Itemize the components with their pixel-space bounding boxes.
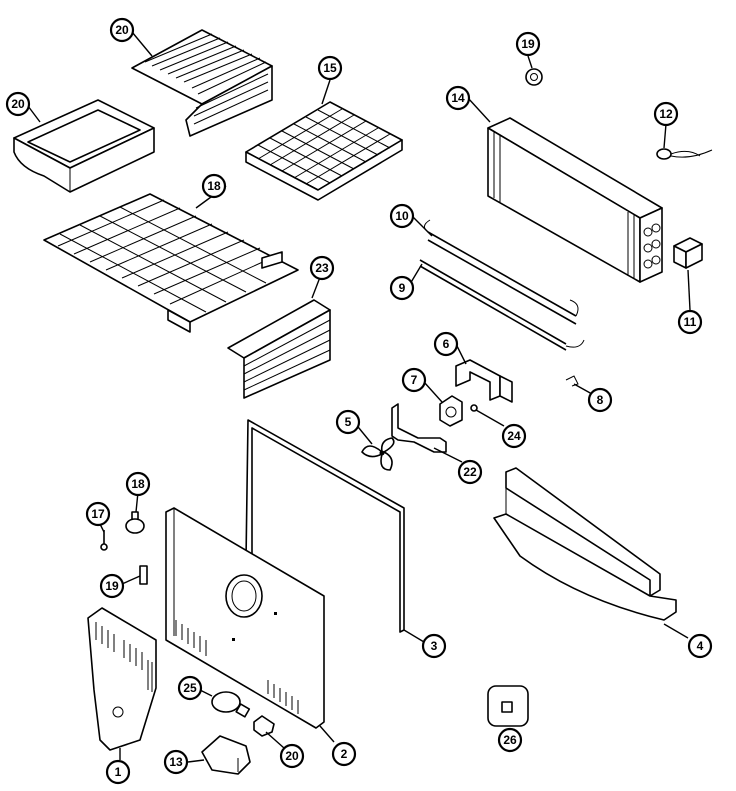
callout-10: 10 <box>389 203 415 229</box>
part-rear-panel <box>165 507 325 729</box>
part-evaporator <box>487 117 663 283</box>
part-ice-cube-tray <box>245 101 403 201</box>
callout-8: 8 <box>587 387 613 413</box>
part-shelf-rack <box>131 29 273 137</box>
svg-text:22: 22 <box>463 465 477 479</box>
callout-9: 9 <box>389 275 415 301</box>
callout-3: 3 <box>421 633 447 659</box>
callout-15: 15 <box>317 55 343 81</box>
svg-text:17: 17 <box>91 507 105 521</box>
callout-22: 20 <box>109 17 135 43</box>
part-drain-trough <box>493 467 677 621</box>
part-heater-tube <box>424 219 579 325</box>
callout-4: 4 <box>687 633 713 659</box>
part-knob <box>125 511 145 534</box>
callout-2: 2 <box>331 741 357 767</box>
callout-21: 20 <box>5 91 31 117</box>
callout-1: 1 <box>105 759 131 785</box>
svg-text:1: 1 <box>115 765 122 779</box>
part-switch <box>487 685 529 727</box>
svg-text:19: 19 <box>521 37 535 51</box>
part-ice-bin <box>13 99 155 193</box>
svg-text:2: 2 <box>341 747 348 761</box>
callout-18-knob: 18 <box>125 471 151 497</box>
svg-text:4: 4 <box>697 639 704 653</box>
callout-17: 17 <box>85 501 111 527</box>
svg-text:6: 6 <box>443 337 450 351</box>
part-control-housing <box>87 607 157 751</box>
part-lamp-socket <box>253 715 275 737</box>
callout-20-socket: 20 <box>279 743 305 769</box>
part-fan-blade <box>361 437 395 471</box>
svg-text:25: 25 <box>183 681 197 695</box>
callout-25: 23 <box>309 255 335 281</box>
callout-24: 24 <box>501 423 527 449</box>
svg-text:23: 23 <box>315 261 329 275</box>
part-light-bulb <box>211 691 251 718</box>
part-fan-motor <box>439 395 463 427</box>
svg-text:7: 7 <box>411 373 418 387</box>
part-thermostat-block <box>673 237 703 269</box>
svg-text:24: 24 <box>507 429 521 443</box>
callout-14: 14 <box>445 85 471 111</box>
part-wire-shelf <box>43 193 299 333</box>
svg-text:5: 5 <box>345 415 352 429</box>
callout-13: 13 <box>163 749 189 775</box>
part-screw <box>100 530 108 551</box>
callout-26: 25 <box>177 675 203 701</box>
svg-text:11: 11 <box>684 315 697 329</box>
svg-text:3: 3 <box>431 639 438 653</box>
callout-12: 12 <box>653 101 679 127</box>
callout-27: 26 <box>497 727 523 753</box>
callout-6: 6 <box>433 331 459 357</box>
svg-text:26: 26 <box>503 733 517 747</box>
part-sensor <box>656 148 713 160</box>
svg-text:8: 8 <box>597 393 604 407</box>
callout-7: 7 <box>401 367 427 393</box>
svg-text:12: 12 <box>659 107 673 121</box>
part-light-socket-cover <box>201 735 251 775</box>
callout-19: 19 <box>99 573 125 599</box>
part-grommet <box>525 68 543 86</box>
svg-text:20: 20 <box>11 97 25 111</box>
callout-11: 11 <box>677 309 703 335</box>
svg-text:19: 19 <box>105 579 119 593</box>
part-motor-mount <box>391 403 447 453</box>
svg-text:20: 20 <box>115 23 129 37</box>
callout-5: 5 <box>335 409 361 435</box>
svg-text:15: 15 <box>323 61 337 75</box>
svg-text:13: 13 <box>169 755 183 769</box>
callout-20-grommet: 19 <box>515 31 541 57</box>
svg-text:18: 18 <box>131 477 145 491</box>
svg-text:9: 9 <box>399 281 406 295</box>
callout-18-shelf: 18 <box>201 173 227 199</box>
svg-text:14: 14 <box>451 91 465 105</box>
part-motor-bracket <box>455 359 513 403</box>
svg-text:20: 20 <box>285 749 299 763</box>
part-washer <box>470 404 478 412</box>
svg-text:10: 10 <box>395 209 409 223</box>
part-clip-small <box>139 565 148 585</box>
callout-23: 22 <box>457 459 483 485</box>
part-evaporator-cover <box>227 299 331 399</box>
svg-text:18: 18 <box>207 179 221 193</box>
part-defrost-heater <box>419 259 585 351</box>
